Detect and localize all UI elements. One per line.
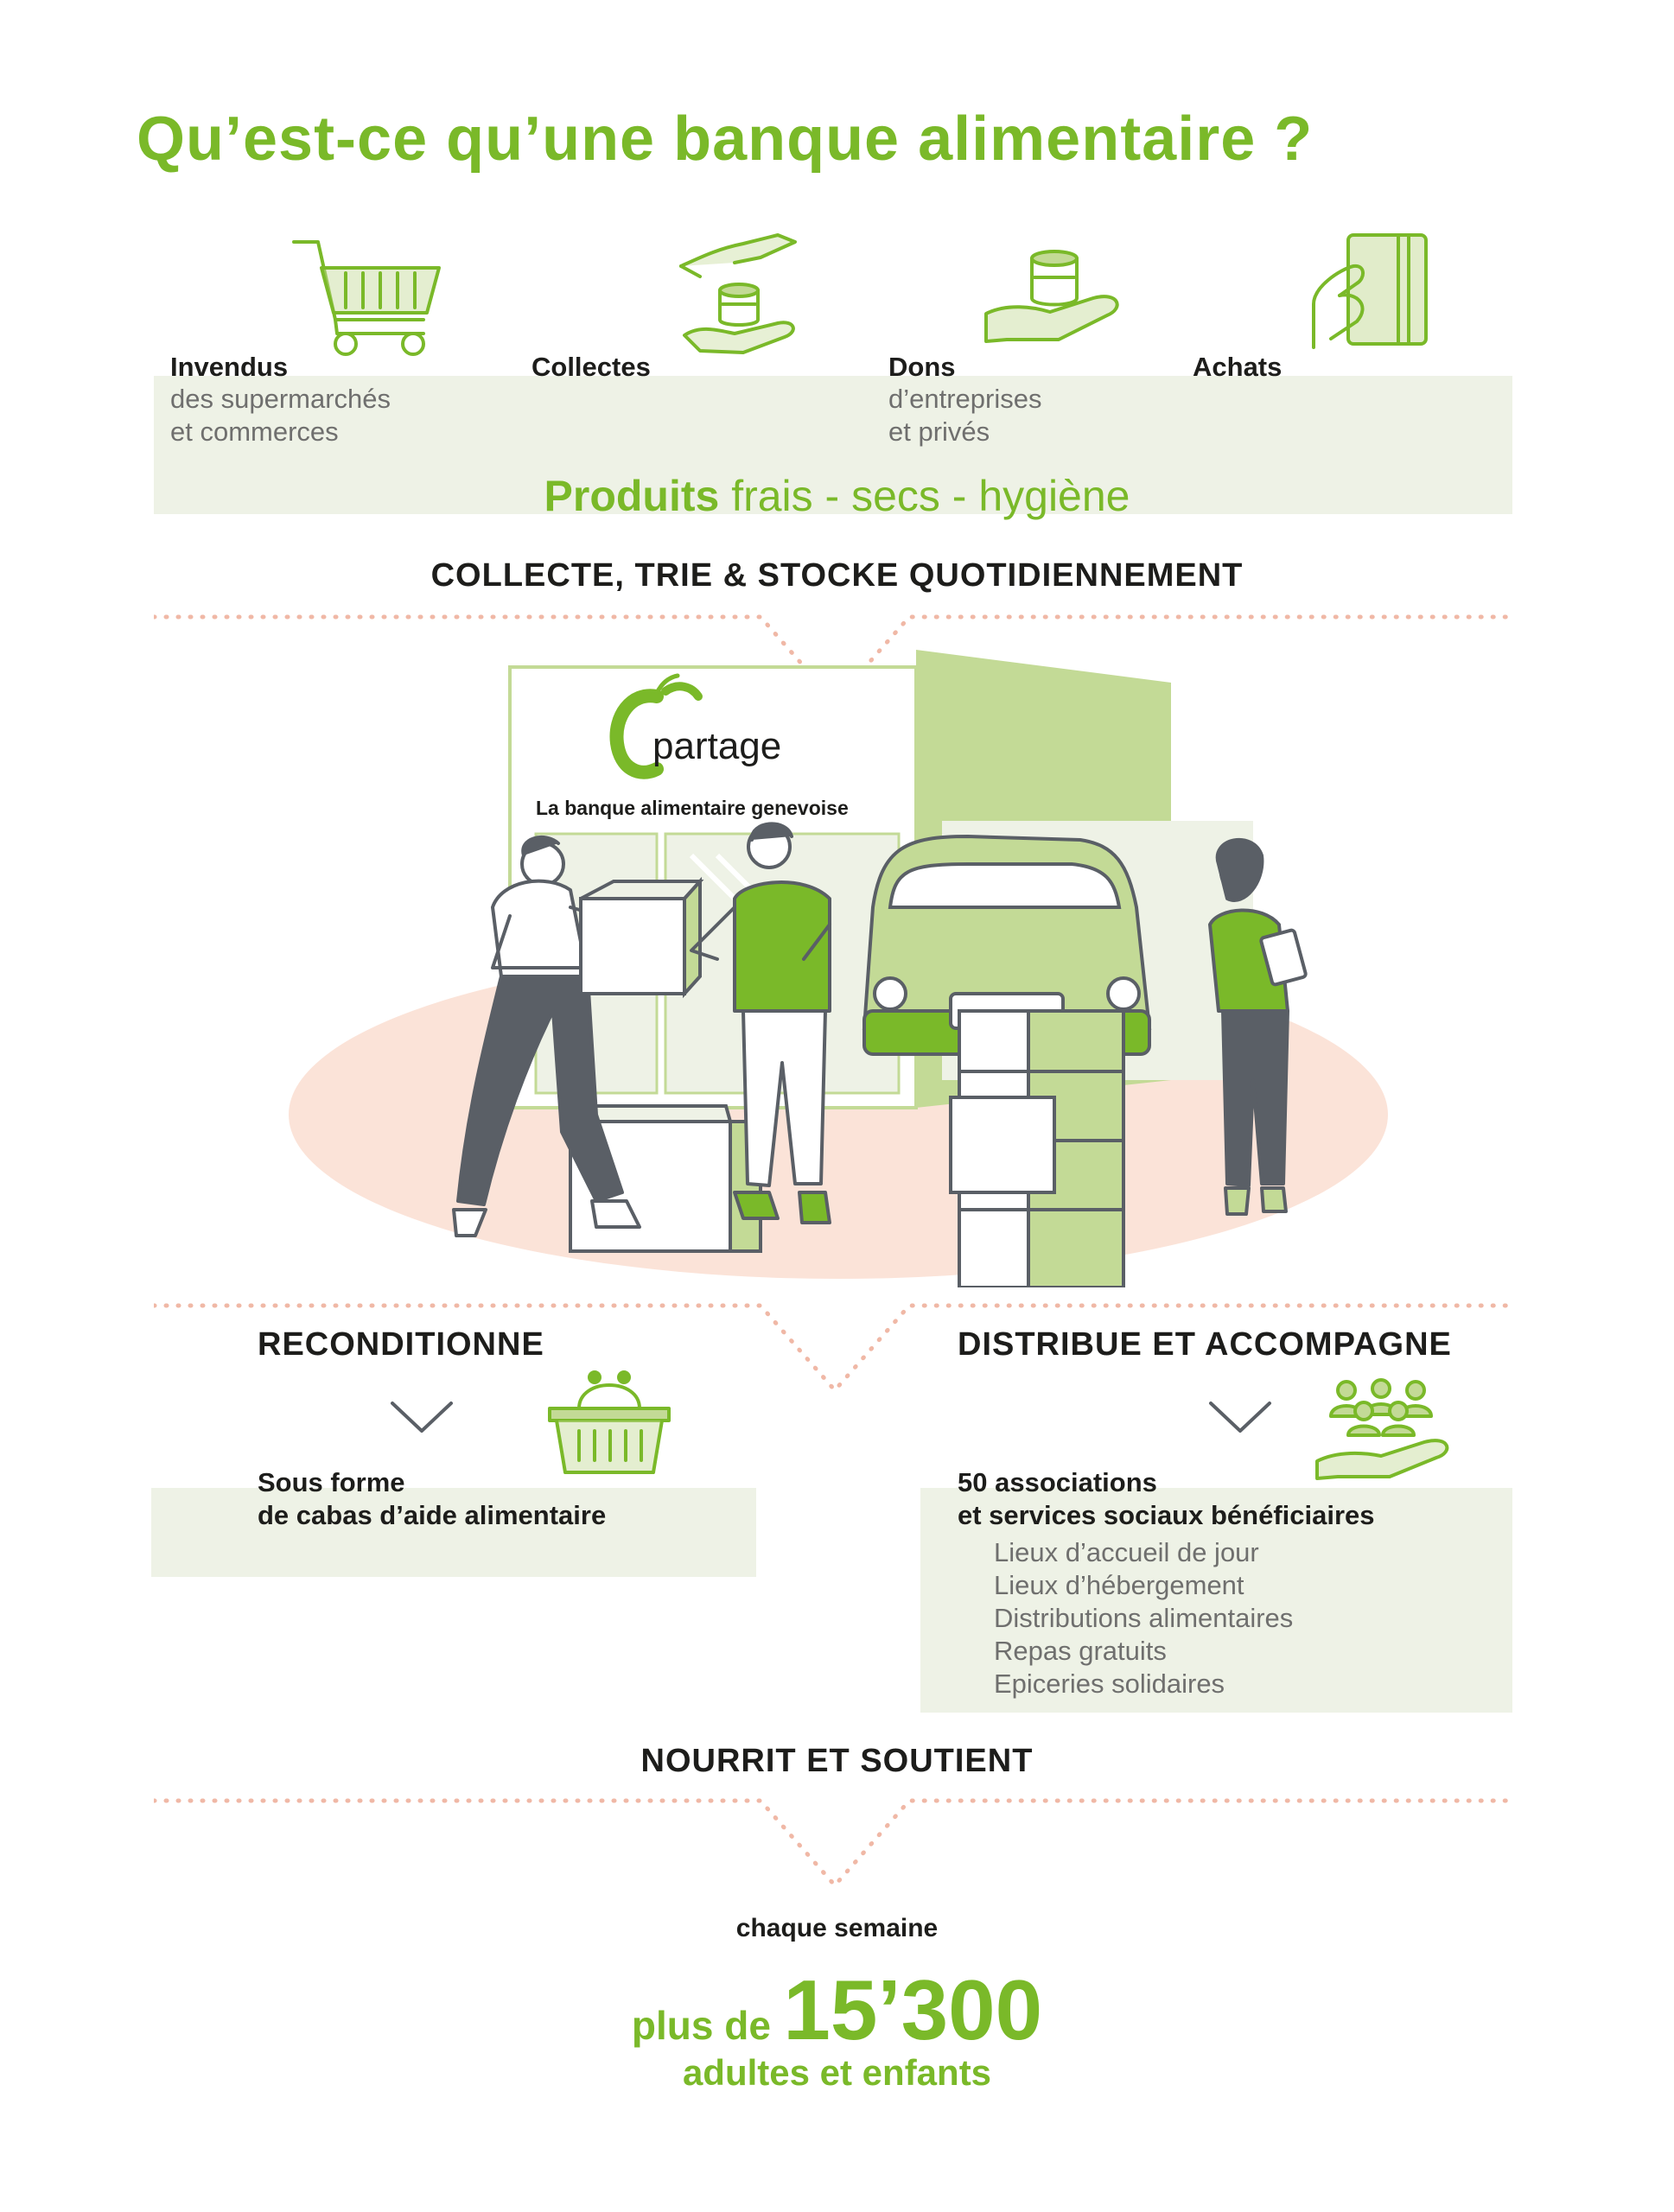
source-subtitle-line: et commerces [170, 416, 339, 447]
logo-tagline: La banque alimentaire genevoise [536, 797, 849, 819]
chevron-down-icon [391, 1402, 453, 1433]
person-volunteer-middle [690, 822, 831, 1224]
partage-logo: partage La banque alimentaire genevoise [536, 673, 849, 819]
warehouse-illustration: partage La banque alimentaire genevoise [289, 650, 1388, 1287]
chevron-down-icon [1209, 1402, 1271, 1433]
source-title: Achats [1193, 352, 1283, 382]
list-item: Distributions alimentaires [994, 1603, 1294, 1633]
step1-heading: COLLECTE, TRIE & STOCKE QUOTIDIENNEMENT [430, 557, 1244, 594]
distribute-line: 50 associations [958, 1467, 1157, 1497]
source-dons: Dons d’entreprises et privés [888, 352, 1041, 448]
products-rest: frais - secs - hygiène [719, 472, 1130, 520]
person-volunteer-tablet [1208, 838, 1308, 1216]
source-subtitle-line: et privés [888, 416, 990, 447]
source-title: Collectes [531, 352, 651, 382]
distribute-list: Lieux d’accueil de jour Lieux d’hébergem… [994, 1536, 1293, 1700]
stat-main: plus de 15’300 [0, 1961, 1674, 2059]
recondition-heading: RECONDITIONNE [258, 1326, 544, 1363]
stat-prefix: plus de [631, 2003, 771, 2048]
distribute-heading: DISTRIBUE ET ACCOMPAGNE [958, 1326, 1452, 1363]
source-achats: Achats [1193, 352, 1282, 383]
products-bold: Produits [544, 472, 720, 520]
source-subtitle-line: des supermarchés [170, 384, 391, 414]
source-title: Invendus [170, 352, 289, 382]
dotted-divider-chevron [154, 1798, 1512, 1889]
recondition-line: Sous forme [258, 1467, 405, 1497]
recondition-line: de cabas d’aide alimentaire [258, 1500, 607, 1530]
stat-label: adultes et enfants [682, 2052, 992, 2093]
distribute-text: 50 associations et services sociaux béné… [958, 1466, 1375, 1532]
list-item: Epiceries solidaires [994, 1669, 1225, 1699]
page-title: Qu’est-ce qu’une banque alimentaire ? [137, 105, 1314, 174]
step3-heading: NOURRIT ET SOUTIENT [640, 1743, 1034, 1779]
stat-period: chaque semaine [735, 1914, 939, 1942]
stat-number: 15’300 [783, 1962, 1043, 2057]
list-item: Repas gratuits [994, 1636, 1167, 1666]
distribute-panel [920, 1488, 1512, 1713]
distribute-line: et services sociaux bénéficiaires [958, 1500, 1375, 1530]
hand-card-icon [1312, 233, 1428, 349]
shopping-cart-icon [292, 240, 441, 356]
logo-name: partage [652, 725, 781, 767]
person-volunteer-left [452, 835, 641, 1237]
shopping-basket-icon [548, 1370, 671, 1474]
source-collectes: Collectes [531, 352, 651, 383]
sources-panel [154, 376, 1512, 514]
recondition-text: Sous forme de cabas d’aide alimentaire [258, 1466, 606, 1532]
list-item: Lieux d’accueil de jour [994, 1537, 1259, 1567]
source-title: Dons [888, 352, 956, 382]
hand-people-icon [1315, 1378, 1449, 1480]
recondition-panel [151, 1488, 756, 1577]
hand-holding-can-icon [984, 250, 1119, 343]
products-line: Produits frais - secs - hygiène [0, 471, 1674, 521]
list-item: Lieux d’hébergement [994, 1570, 1244, 1600]
source-subtitle-line: d’entreprises [888, 384, 1042, 414]
carried-box [579, 876, 704, 999]
source-invendus: Invendus des supermarchés et commerces [170, 352, 391, 448]
giving-hands-can-icon [679, 233, 797, 354]
